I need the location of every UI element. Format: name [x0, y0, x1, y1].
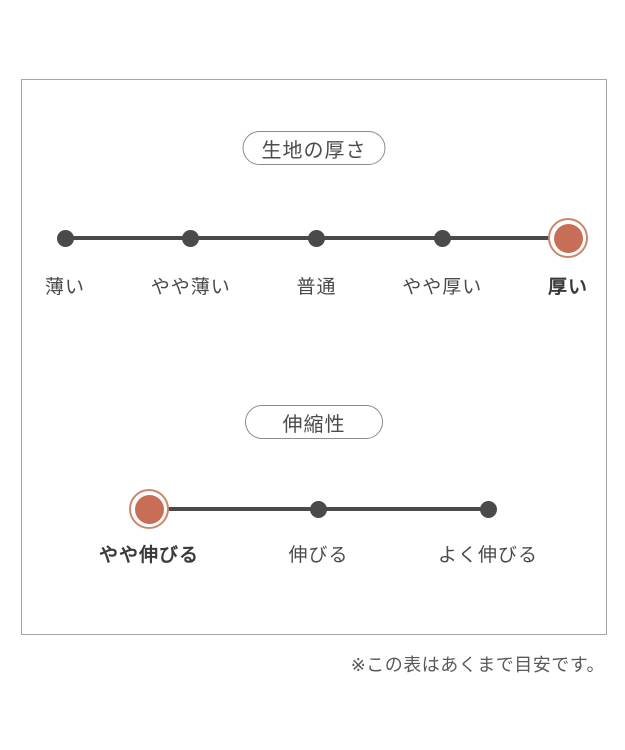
stretch-scale-labels: やや伸びる 伸びる よく伸びる — [99, 544, 537, 568]
stretch-label-slight-selected: やや伸びる — [98, 545, 200, 566]
stretch-dot-stretches — [310, 500, 327, 518]
thickness-label-normal: 普通 — [296, 277, 337, 298]
thickness-dot-thin — [56, 229, 74, 247]
thickness-dot-normal — [308, 229, 325, 247]
stretch-label-stretches: 伸びる — [288, 545, 349, 566]
fabric-attributes-panel: 生地の厚さ 薄い やや薄い 普通 やや厚い 厚い 伸縮性 — [21, 79, 607, 635]
selected-dot-core — [553, 223, 583, 253]
stretch-scale-track — [129, 489, 497, 529]
thickness-dot-slightly-thick — [433, 229, 451, 247]
thickness-label-thin: 薄い — [44, 277, 86, 298]
thickness-section-title: 生地の厚さ — [261, 139, 367, 162]
thickness-scale-labels: 薄い やや薄い 普通 やや厚い 厚い — [45, 276, 587, 300]
stretch-section-title-pill: 伸縮性 — [245, 405, 383, 439]
thickness-scale-track — [56, 218, 588, 258]
thickness-label-slightly-thick: やや厚い — [402, 277, 483, 298]
stretch-dot-stretches-well — [479, 500, 497, 518]
thickness-label-thick-selected: 厚い — [547, 277, 589, 298]
thickness-dot-thick-selected-marker — [548, 218, 588, 258]
thickness-label-slightly-thin: やや薄い — [150, 277, 231, 298]
stretch-dot-slight-selected-marker — [129, 489, 169, 529]
stretch-section-title: 伸縮性 — [282, 413, 346, 436]
stretch-label-stretches-well: よく伸びる — [437, 545, 539, 566]
thickness-dot-slightly-thin — [182, 229, 200, 247]
disclaimer-note: ※この表はあくまで目安です。 — [350, 655, 605, 675]
thickness-section-title-pill: 生地の厚さ — [242, 131, 386, 165]
selected-dot-core — [134, 494, 164, 524]
